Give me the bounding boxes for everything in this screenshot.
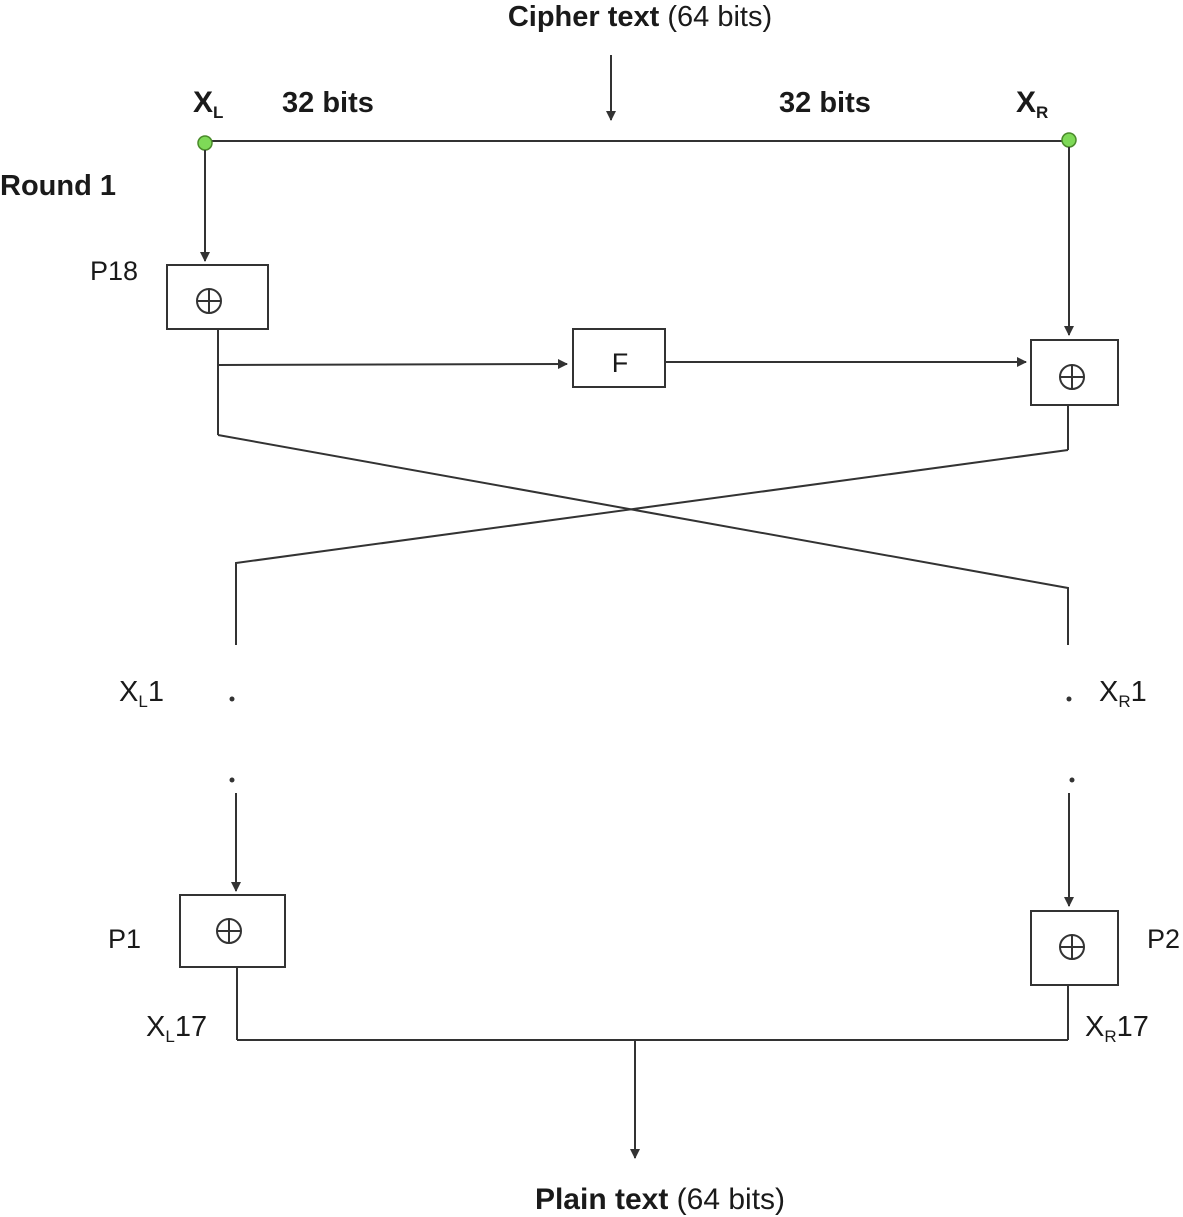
p18-label: P18 [90,256,138,286]
p2-label: P2 [1147,924,1180,954]
f-function-box [572,328,666,388]
xr1-label: XR1 [1099,676,1147,711]
p18-xor-box [166,264,269,330]
xr17-label: XR17 [1085,1011,1149,1046]
plain-text-label: Plain text (64 bits) [535,1183,785,1216]
cipher-text-label: Cipher text (64 bits) [508,1,772,33]
right-ellipsis-dot-1 [1066,696,1072,702]
left-bits-label: 32 bits [282,87,374,119]
left-ellipsis-dot-2 [229,777,235,783]
right-ellipsis-dot-2 [1069,777,1075,783]
right-bits-label: 32 bits [779,87,871,119]
right-node [1061,132,1077,148]
left-node [197,135,213,151]
right-xor-box [1030,339,1119,406]
xl1-label: XL1 [119,676,164,711]
xl17-label: XL17 [146,1011,207,1046]
swap-line-right-to-left [235,449,1069,645]
round-1-label: Round 1 [0,170,116,202]
swap-line-left-to-right [217,434,1069,645]
f-function-label: F [612,348,629,378]
right-xor-icon [1059,364,1085,390]
f-input-arrow [217,359,568,370]
xr-label: XR [1016,86,1048,122]
left-ellipsis-dot-1 [229,696,235,702]
xl-label: XL [193,86,223,122]
p18-xor-icon [196,288,222,314]
p1-xor-icon [216,918,242,944]
p1-xor-box [179,894,286,968]
p2-xor-icon [1059,934,1085,960]
p1-label: P1 [108,924,141,954]
